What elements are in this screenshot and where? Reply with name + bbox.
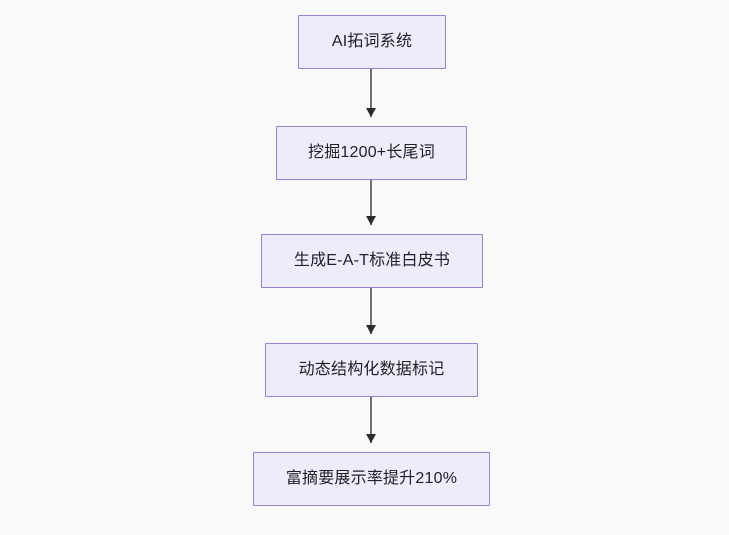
flow-node-n1[interactable]: AI拓词系统 bbox=[298, 15, 446, 69]
flow-node-label: AI拓词系统 bbox=[331, 33, 413, 50]
flow-edge-n1-to-n2 bbox=[370, 69, 372, 117]
flow-node-n2[interactable]: 挖掘1200+长尾词 bbox=[276, 126, 467, 180]
flow-node-n3[interactable]: 生成E-A-T标准白皮书 bbox=[261, 234, 483, 288]
arrowhead-icon bbox=[365, 216, 376, 225]
flow-node-n4[interactable]: 动态结构化数据标记 bbox=[265, 343, 478, 397]
flow-node-label: 生成E-A-T标准白皮书 bbox=[293, 252, 451, 269]
flow-node-label: 动态结构化数据标记 bbox=[298, 361, 445, 378]
flow-edge-n2-to-n3 bbox=[370, 180, 372, 225]
arrowhead-icon bbox=[365, 434, 376, 443]
flow-node-label: 富摘要展示率提升210% bbox=[285, 470, 458, 487]
arrowhead-icon bbox=[365, 108, 376, 117]
arrowhead-icon bbox=[365, 325, 376, 334]
flow-node-n5[interactable]: 富摘要展示率提升210% bbox=[253, 452, 490, 506]
flow-node-label: 挖掘1200+长尾词 bbox=[308, 144, 435, 161]
flow-edge-n3-to-n4 bbox=[370, 288, 372, 334]
flow-edge-n4-to-n5 bbox=[370, 397, 372, 443]
